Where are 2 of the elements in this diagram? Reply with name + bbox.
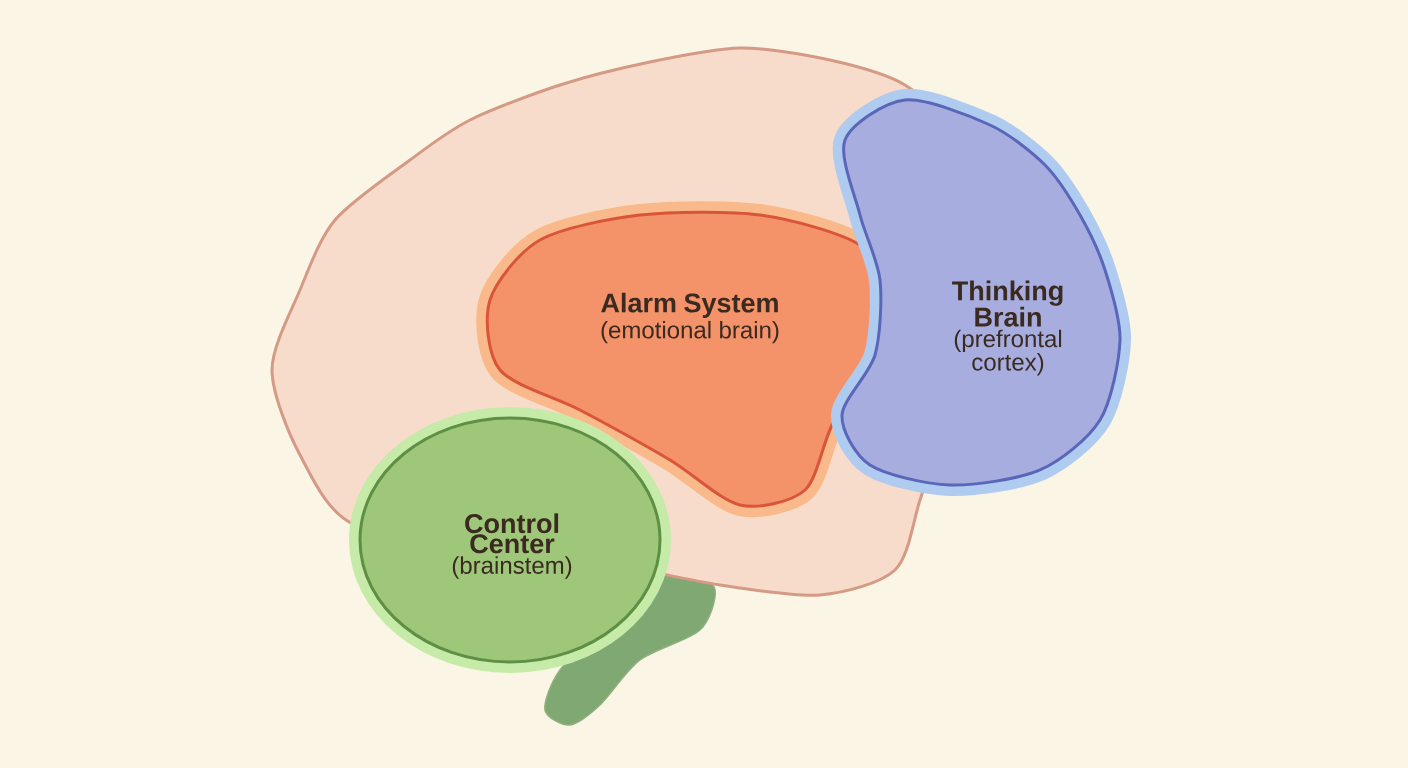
brain-region: Thinking Brain (prefrontal cortex) <box>831 88 1131 496</box>
brain-region: Control Center (brainstem) <box>349 407 671 673</box>
